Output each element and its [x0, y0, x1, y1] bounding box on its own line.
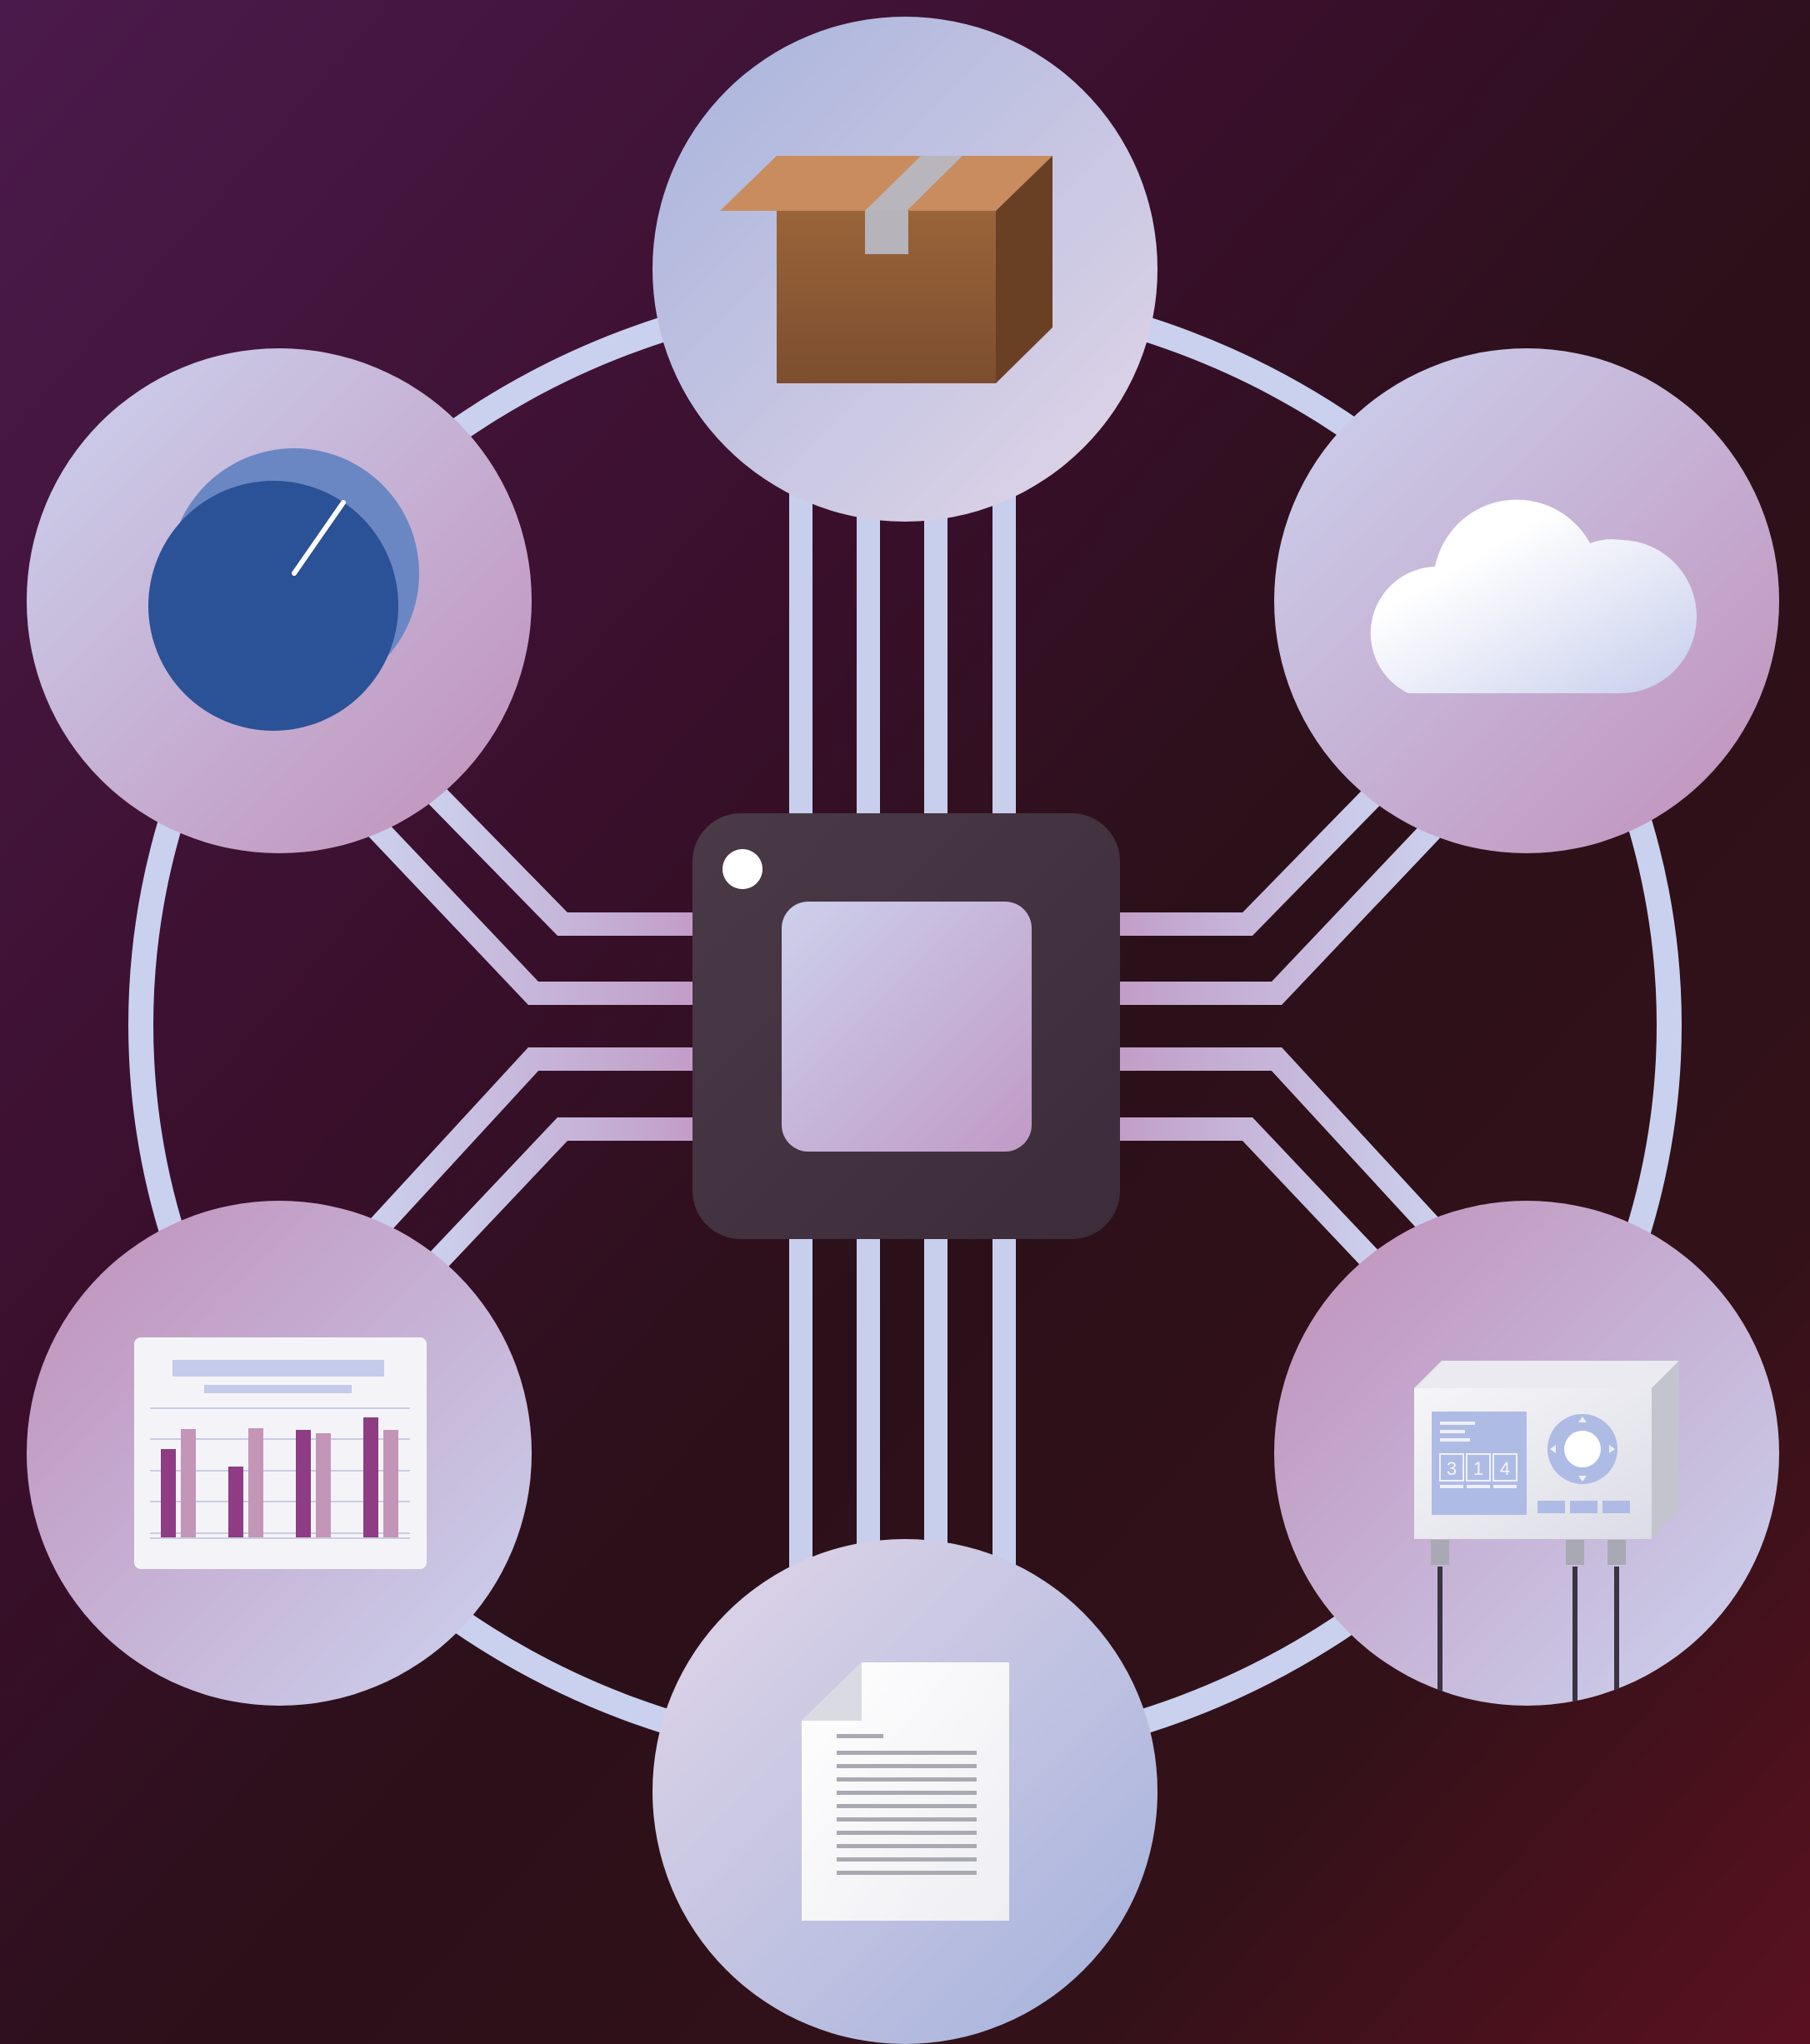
device-digit-2: 1	[1473, 1458, 1483, 1479]
traces-bottom	[789, 1233, 1016, 1583]
chip-indicator-dot	[722, 849, 762, 889]
node-controller[interactable]: 3 1 4	[1274, 1201, 1779, 1717]
device-digit-1: 3	[1447, 1458, 1457, 1479]
document-icon	[802, 1662, 1009, 1921]
package-box-icon	[720, 156, 1052, 383]
traces-right	[1110, 767, 1469, 1292]
processor-chip-icon[interactable]	[692, 813, 1120, 1239]
node-gauge[interactable]	[27, 348, 532, 853]
cloud-icon	[1370, 499, 1697, 694]
dial-gauge-icon	[148, 448, 419, 731]
device-screen	[1432, 1412, 1527, 1515]
controller-device-icon: 3 1 4	[1414, 1361, 1679, 1706]
traces-left	[341, 767, 700, 1292]
node-document[interactable]	[652, 1539, 1158, 2044]
bar-chart-report-icon	[134, 1337, 427, 1569]
node-cloud[interactable]	[1274, 348, 1779, 853]
node-package[interactable]	[652, 17, 1158, 522]
device-digit-3: 4	[1500, 1458, 1510, 1479]
chip-core	[782, 902, 1032, 1152]
node-report[interactable]	[27, 1201, 532, 1706]
